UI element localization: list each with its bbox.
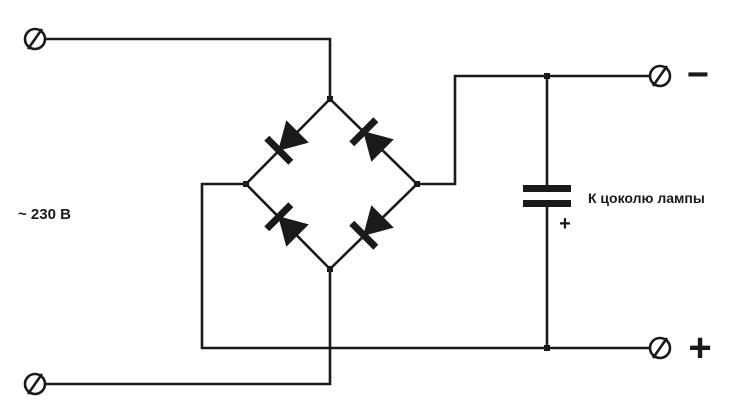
positive-terminal-sign: + — [688, 326, 711, 370]
terminal-input-bottom — [23, 372, 47, 396]
terminal-slash — [26, 373, 44, 395]
junction-dot — [414, 181, 420, 187]
terminal-slash — [651, 337, 669, 359]
wires — [43, 37, 652, 386]
wire-right-node-to-negative — [415, 74, 652, 186]
diode-bridge — [245, 98, 418, 270]
diode-bar — [264, 202, 294, 232]
diode-triangle — [363, 205, 394, 236]
diode-bar — [264, 135, 294, 165]
junction-dot — [327, 266, 333, 272]
wire-input-top — [43, 37, 332, 101]
capacitor-plate-top — [523, 185, 571, 192]
terminals — [23, 27, 672, 396]
capacitor-polarity-sign: + — [559, 213, 571, 235]
output-label: К цоколю лампы — [588, 190, 705, 206]
junction-dot — [544, 345, 550, 351]
diode-top-left — [264, 120, 309, 165]
terminal-slash — [26, 28, 44, 50]
source-voltage-label: ~ 230 В — [18, 206, 71, 223]
junction-dot — [327, 96, 333, 102]
junction-dot — [544, 73, 550, 79]
wire-input-bottom — [43, 267, 332, 386]
capacitor-plate-bottom — [523, 200, 571, 207]
diode-triangle — [278, 216, 309, 247]
diode-bottom-left — [264, 202, 309, 247]
diode-bottom-right — [349, 205, 394, 250]
terminal-slash — [651, 65, 669, 87]
junctions — [243, 73, 550, 351]
diode-top-right — [349, 117, 394, 162]
terminal-output-negative — [648, 64, 672, 88]
terminal-input-top — [23, 27, 47, 51]
wire-left-node-to-positive — [200, 182, 652, 350]
diode-triangle — [363, 131, 394, 162]
diode-bar — [349, 117, 379, 147]
junction-dot — [243, 181, 249, 187]
diode-bar — [349, 220, 379, 250]
capacitor — [523, 185, 571, 207]
diode-triangle — [278, 120, 309, 151]
terminal-output-positive — [648, 336, 672, 360]
negative-terminal-sign: − — [687, 54, 709, 96]
